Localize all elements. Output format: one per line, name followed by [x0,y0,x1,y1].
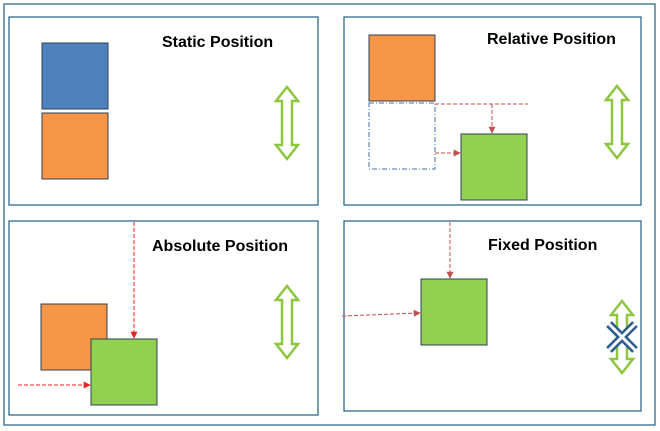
fixed-left-offset-arrow [341,309,421,317]
panel-absolute-frame [8,220,319,416]
relative-scroll-arrow-icon [604,84,630,160]
fixed-no-scroll-x-icon [606,321,638,353]
panel-fixed: Fixed Position [341,220,642,412]
relative-orange-box [368,34,436,102]
relative-original-placeholder [368,102,436,170]
relative-green-box [460,133,528,201]
outer-frame [3,3,656,426]
static-orange-box [41,112,109,180]
absolute-scroll-arrow-icon [274,284,300,360]
panel-absolute-title: Absolute Position [152,238,288,255]
absolute-green-box [90,338,158,406]
panel-static-frame [8,16,319,206]
panel-fixed-title: Fixed Position [488,237,597,254]
panel-absolute: Absolute Position [8,220,319,416]
panel-static-title: Static Position [162,34,273,51]
panel-relative-title: Relative Position [487,31,616,48]
panel-relative: Relative Position [343,16,642,206]
static-blue-box [41,42,109,110]
static-scroll-arrow-icon [274,85,300,161]
panel-static: Static Position [8,16,319,206]
fixed-green-box [420,278,488,346]
panel-relative-frame [343,16,642,206]
